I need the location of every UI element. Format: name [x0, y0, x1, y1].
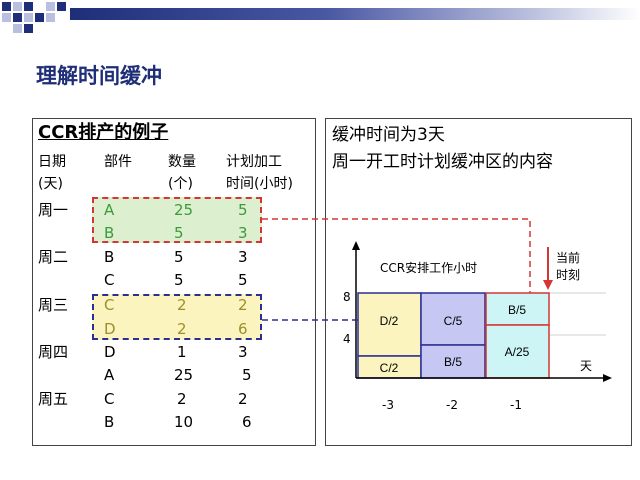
- now-label: 当前: [556, 251, 581, 265]
- block-b5-mid: [420, 344, 486, 379]
- row-part: B: [104, 224, 115, 242]
- row-time: 5: [238, 201, 248, 219]
- y-tick: 4: [343, 332, 351, 346]
- row-part: C: [104, 390, 115, 408]
- block-label: D/2: [380, 314, 399, 328]
- x-axis-arrow-icon: [603, 374, 612, 382]
- header-time-unit: 时间(小时): [226, 176, 293, 192]
- header-day-unit: (天): [38, 176, 63, 192]
- x-tick: -3: [382, 398, 394, 412]
- x-tick: -2: [446, 398, 458, 412]
- row-time: 3: [238, 343, 248, 361]
- wednesday-highlight: [92, 294, 262, 340]
- row-day: 周二: [38, 248, 69, 266]
- row-qty: 2: [177, 320, 187, 338]
- row-time: 2: [238, 390, 248, 408]
- buffer-content-text: 周一开工时计划缓冲区的内容: [332, 152, 553, 172]
- y-axis-arrow-icon: [352, 241, 360, 250]
- row-qty: 2: [177, 390, 187, 408]
- row-time: 3: [238, 224, 248, 242]
- block-label: B/5: [444, 355, 462, 369]
- header-day: 日期: [38, 154, 66, 170]
- row-qty: 1: [177, 343, 187, 361]
- row-time: 3: [238, 248, 248, 266]
- block-a25: [485, 324, 550, 379]
- row-part: C: [104, 271, 115, 289]
- row-day: 周一: [38, 201, 69, 219]
- row-time: 2: [238, 296, 248, 314]
- row-time: 6: [242, 413, 252, 431]
- header-part: 部件: [104, 154, 132, 170]
- monday-connector: [262, 218, 531, 293]
- header-qty-unit: (个): [168, 176, 193, 192]
- block-label: C/5: [444, 314, 463, 328]
- header-decoration: [0, 0, 640, 40]
- row-part: D: [104, 343, 116, 361]
- row-time: 5: [238, 271, 248, 289]
- row-part: B: [104, 248, 115, 266]
- row-qty: 25: [174, 201, 194, 219]
- chart-title: CCR安排工作小时: [380, 261, 478, 275]
- row-part: B: [104, 413, 115, 431]
- now-label-2: 时刻: [556, 268, 581, 282]
- block-label: A/25: [505, 345, 530, 359]
- x-unit-label: 天: [580, 359, 593, 373]
- block-label: C/2: [380, 361, 399, 375]
- row-qty: 2: [177, 296, 187, 314]
- row-qty: 5: [174, 224, 184, 242]
- schedule-heading: CCR排产的例子: [38, 122, 169, 143]
- row-day: 周五: [38, 390, 69, 408]
- monday-highlight: [92, 197, 262, 243]
- row-day: 周三: [38, 296, 69, 314]
- header-time: 计划加工: [226, 154, 282, 170]
- row-qty: 5: [174, 248, 184, 266]
- row-time: 6: [238, 320, 248, 338]
- row-part: A: [104, 366, 115, 384]
- schedule-panel: [32, 118, 316, 446]
- header-qty: 数量: [168, 154, 196, 170]
- block-c5: [420, 292, 486, 346]
- row-part: D: [104, 320, 116, 338]
- buffer-panel: [325, 118, 632, 446]
- row-qty: 10: [174, 413, 194, 431]
- row-qty: 5: [174, 271, 184, 289]
- now-arrow-icon: [543, 280, 553, 290]
- row-part: A: [104, 201, 115, 219]
- row-part: C: [104, 296, 115, 314]
- row-qty: 25: [174, 366, 194, 384]
- buffer-time-text: 缓冲时间为3天: [332, 125, 445, 145]
- x-tick: -1: [510, 398, 522, 412]
- block-label: B/5: [508, 303, 526, 317]
- page-title: 理解时间缓冲: [36, 64, 162, 88]
- block-d2: [357, 292, 422, 357]
- row-day: 周四: [38, 343, 69, 361]
- y-tick: 8: [343, 290, 351, 304]
- row-time: 5: [242, 366, 252, 384]
